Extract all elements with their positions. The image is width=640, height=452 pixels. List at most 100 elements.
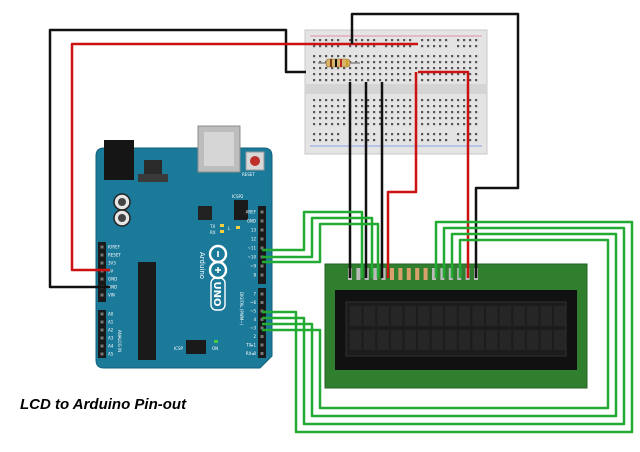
breadboard-hole (331, 45, 334, 48)
breadboard-hole (403, 105, 406, 108)
breadboard-hole (385, 133, 388, 136)
breadboard-hole (421, 61, 424, 64)
breadboard-hole (463, 139, 466, 142)
breadboard-hole (451, 117, 454, 120)
breadboard-hole (451, 55, 454, 58)
breadboard-hole (343, 99, 346, 102)
breadboard-hole (439, 133, 442, 136)
breadboard-hole (391, 67, 394, 70)
breadboard-hole (475, 67, 478, 70)
breadboard-hole (313, 123, 316, 126)
lcd-character-cell (350, 306, 362, 326)
breadboard-hole (403, 117, 406, 120)
breadboard-hole (361, 73, 364, 76)
breadboard-hole (427, 79, 430, 82)
breadboard-hole (391, 105, 394, 108)
breadboard-hole (427, 105, 430, 108)
breadboard-hole (397, 55, 400, 58)
breadboard-hole (445, 117, 448, 120)
breadboard-hole (457, 133, 460, 136)
breadboard-hole (337, 73, 340, 76)
breadboard-hole (373, 55, 376, 58)
breadboard-hole (349, 79, 352, 82)
breadboard-hole (367, 55, 370, 58)
breadboard-hole (451, 67, 454, 70)
lcd-character-cell (390, 330, 403, 350)
breadboard-hole (361, 139, 364, 142)
breadboard-hole (463, 39, 466, 42)
breadboard-hole (463, 73, 466, 76)
breadboard-hole (421, 45, 424, 48)
breadboard-hole (457, 45, 460, 48)
breadboard-hole (337, 67, 340, 70)
breadboard-hole (433, 99, 436, 102)
wire-d3-lcd-d6 (262, 232, 618, 418)
wire-d12-lcd-rs-2 (262, 222, 380, 278)
breadboard-hole (469, 105, 472, 108)
lcd-character-cell (377, 330, 389, 350)
header-pin (100, 352, 104, 356)
pin-label: GND (247, 219, 256, 224)
breadboard-hole (373, 133, 376, 136)
breadboard-hole (379, 117, 382, 120)
breadboard-hole (397, 105, 400, 108)
lcd-character-cell (445, 330, 457, 350)
breadboard-hole (445, 61, 448, 64)
breadboard-hole (367, 117, 370, 120)
header-pin (100, 253, 104, 257)
breadboard-hole (463, 61, 466, 64)
breadboard-hole (475, 99, 478, 102)
header-pin (100, 245, 104, 249)
header-pin (260, 246, 264, 250)
wire-d11-lcd-e (262, 216, 374, 278)
breadboard-hole (325, 111, 328, 114)
breadboard-hole (439, 45, 442, 48)
breadboard-hole (421, 55, 424, 58)
breadboard-hole (331, 79, 334, 82)
breadboard-hole (361, 79, 364, 82)
breadboard-hole (397, 67, 400, 70)
lcd-character-cell (513, 306, 525, 326)
breadboard-hole (403, 39, 406, 42)
breadboard-hole (475, 111, 478, 114)
breadboard-hole (451, 61, 454, 64)
breadboard-hole (355, 45, 358, 48)
breadboard-hole (337, 117, 340, 120)
breadboard-holes (313, 39, 478, 142)
header-pin (100, 320, 104, 324)
breadboard-hole (385, 79, 388, 82)
diagram-caption: LCD to Arduino Pin-out (20, 396, 187, 413)
breadboard-hole (403, 139, 406, 142)
breadboard-hole (409, 67, 412, 70)
breadboard-hole (397, 111, 400, 114)
lcd-character-cell (540, 330, 552, 350)
breadboard-hole (451, 123, 454, 126)
pin-label: A2 (108, 328, 114, 333)
lcd-module (324, 263, 588, 389)
header-pin (100, 336, 104, 340)
analog-section-label: ANALOG IN (117, 330, 122, 352)
breadboard-hole (361, 133, 364, 136)
breadboard-hole (337, 99, 340, 102)
breadboard-hole (391, 139, 394, 142)
breadboard-hole (343, 67, 346, 70)
breadboard-hole (313, 39, 316, 42)
header-pin (260, 301, 264, 304)
lcd-character-cell (458, 306, 471, 326)
lcd-pin (356, 268, 361, 280)
breadboard-hole (409, 139, 412, 142)
breadboard-hole (313, 117, 316, 120)
breadboard-hole (397, 73, 400, 76)
breadboard-hole (463, 99, 466, 102)
breadboard-hole (439, 111, 442, 114)
breadboard-hole (439, 105, 442, 108)
breadboard-hole (355, 73, 358, 76)
breadboard-hole (367, 133, 370, 136)
breadboard-hole (349, 73, 352, 76)
breadboard-hole (469, 73, 472, 76)
breadboard-hole (427, 55, 430, 58)
wire-d4-lcd-d5 (262, 226, 626, 426)
breadboard-hole (421, 117, 424, 120)
breadboard-hole (319, 39, 322, 42)
breadboard-hole (331, 73, 334, 76)
